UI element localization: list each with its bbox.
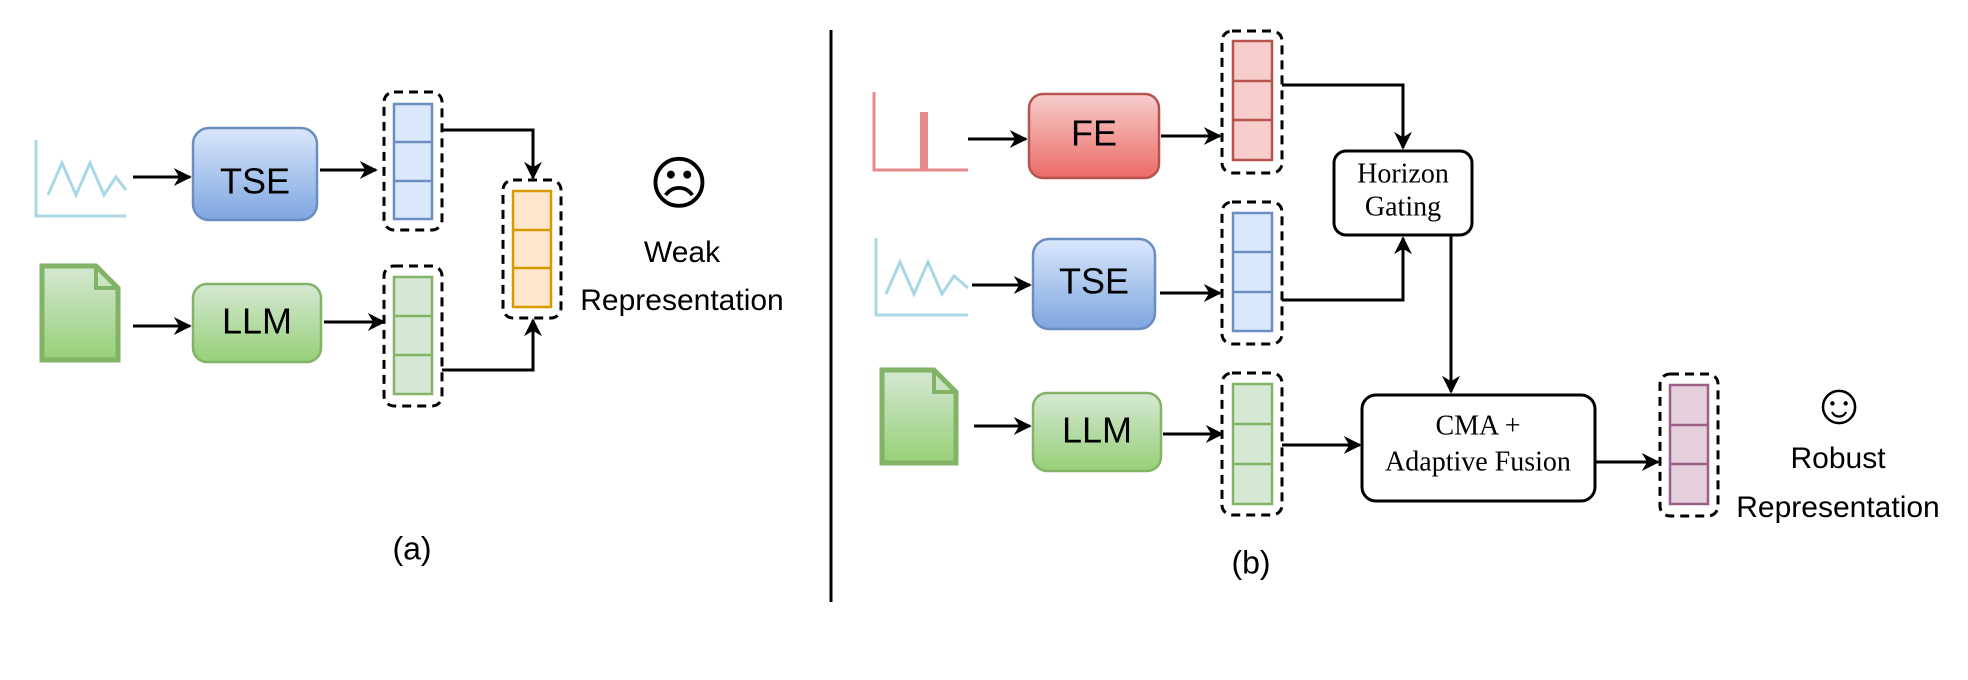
- fusion-label-line1: CMA +: [1435, 410, 1520, 441]
- robust-label-line2: Representation: [1736, 491, 1939, 524]
- document-icon: [39, 263, 121, 363]
- time-series-icon-b: [874, 238, 969, 317]
- tse-embedding-vector-b: [1220, 200, 1284, 346]
- panel-a: TSE LLM: [34, 90, 784, 566]
- happy-face-icon: ☺: [1809, 371, 1868, 436]
- llm-block: LLM: [191, 282, 323, 364]
- arrow-fe-emb-to-gating: [1282, 83, 1412, 150]
- llm-label-b: LLM: [1062, 410, 1132, 451]
- horizon-gating-block: Horizon Gating: [1332, 149, 1474, 237]
- arrow-tse-emb-to-gating: [1282, 236, 1412, 302]
- panel-b: FE TSE Ho: [872, 29, 1940, 580]
- fusion-block: CMA + Adaptive Fusion: [1360, 393, 1597, 503]
- tse-label-b: TSE: [1059, 261, 1129, 302]
- fusion-label-line2: Adaptive Fusion: [1385, 446, 1571, 477]
- tse-block-b: TSE: [1031, 237, 1157, 331]
- fe-embedding-vector: [1220, 29, 1284, 175]
- time-series-icon: [34, 140, 128, 218]
- tse-label: TSE: [220, 161, 290, 202]
- caption-b: (b): [1231, 544, 1270, 580]
- frequency-spike-icon: [872, 92, 968, 172]
- arrow-tse-emb-to-fused: [442, 128, 542, 180]
- caption-a: (a): [392, 530, 431, 566]
- fe-label: FE: [1071, 113, 1117, 154]
- weak-label-line1: Weak: [644, 236, 721, 269]
- weak-label-line2: Representation: [580, 284, 783, 317]
- llm-label: LLM: [222, 301, 292, 342]
- fe-block: FE: [1027, 92, 1161, 180]
- gating-label-line1: Horizon: [1357, 158, 1449, 189]
- llm-embedding-vector-b: [1220, 371, 1284, 517]
- fused-embedding-vector: [501, 178, 563, 320]
- document-icon-b: [879, 367, 959, 466]
- sad-face-icon: ☹: [649, 151, 709, 216]
- tse-embedding-vector: [382, 90, 444, 232]
- gating-label-line2: Gating: [1365, 191, 1441, 222]
- tse-block: TSE: [191, 126, 319, 222]
- arrow-llm-emb-to-fused: [442, 318, 542, 372]
- llm-embedding-vector: [382, 264, 444, 408]
- robust-label-line1: Robust: [1790, 442, 1886, 475]
- robust-embedding-vector: [1658, 372, 1720, 518]
- llm-block-b: LLM: [1031, 391, 1163, 473]
